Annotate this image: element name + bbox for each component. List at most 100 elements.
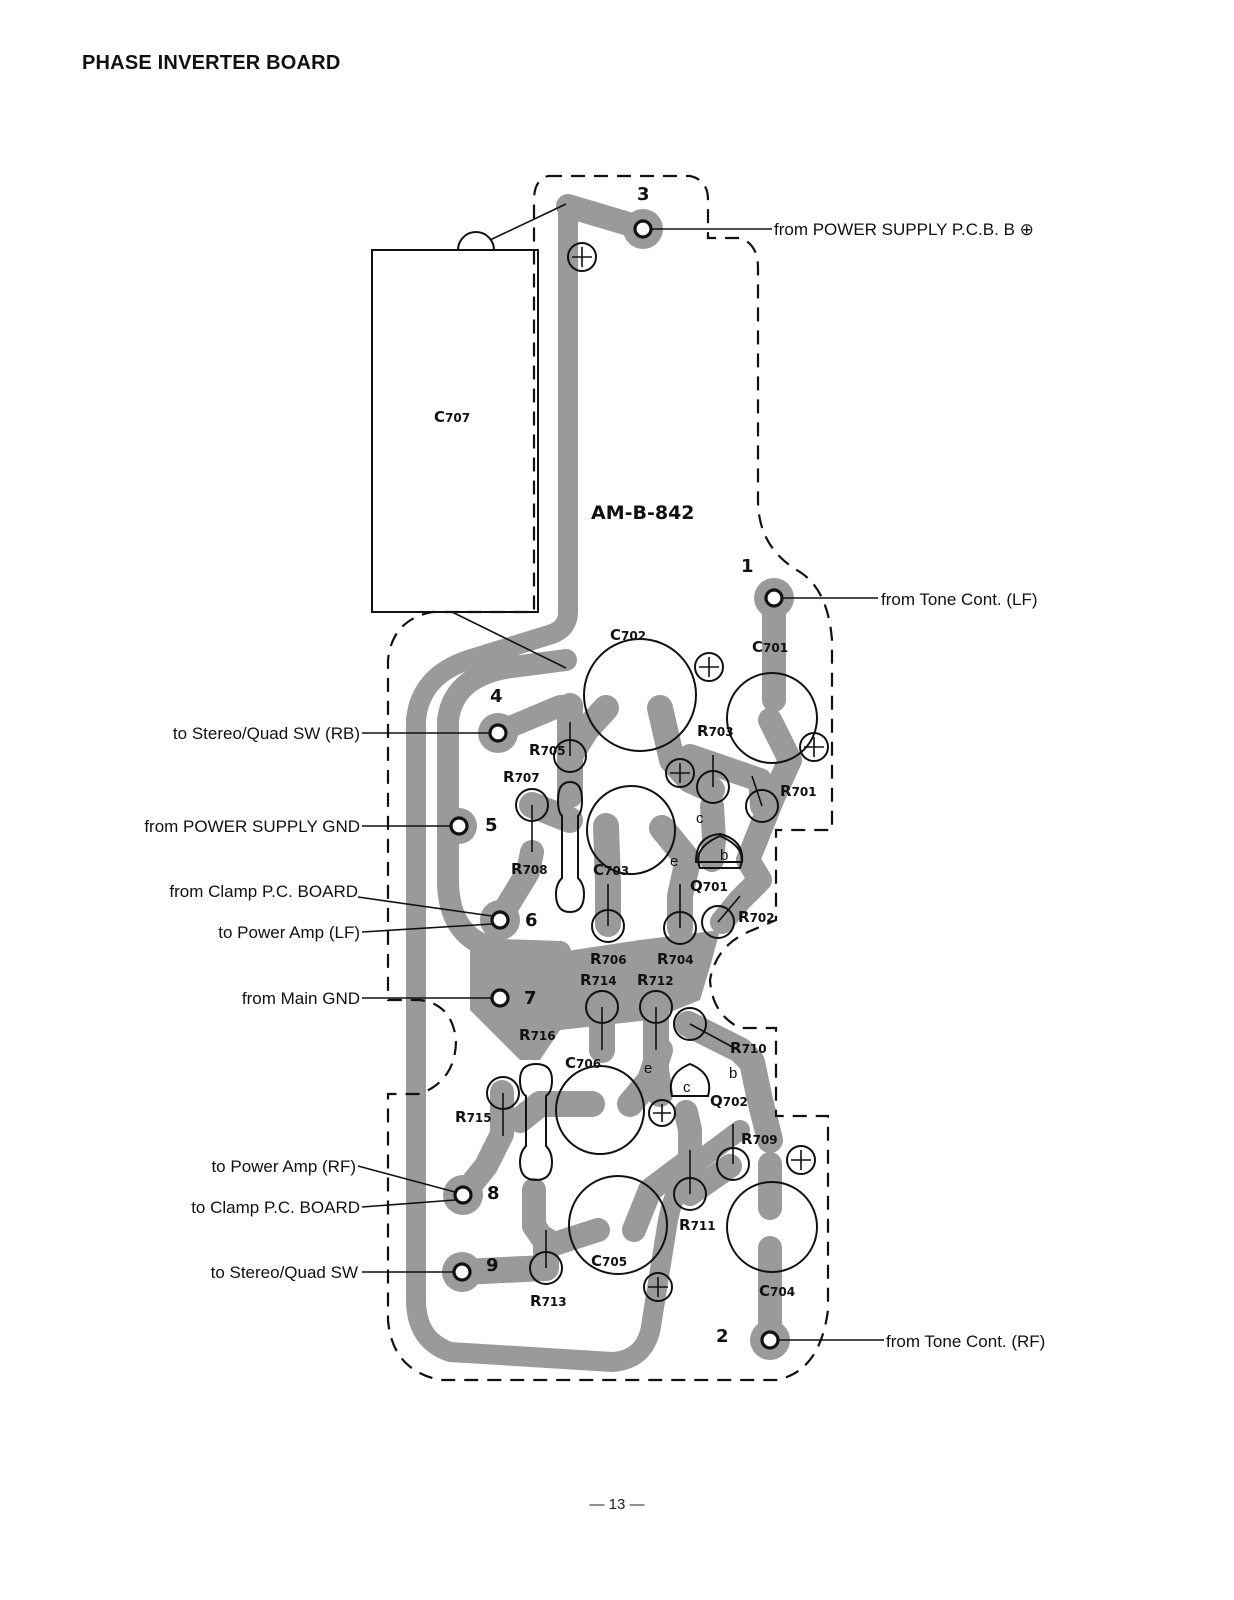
capacitor-c704-body: [726, 1181, 818, 1273]
resistor-r715: [486, 1076, 520, 1136]
label-r711: R711: [679, 1216, 716, 1234]
resistor-r705: [553, 722, 587, 773]
q702-pin-b: b: [729, 1065, 737, 1082]
label-r702: R702: [738, 908, 775, 926]
svg-text:9: 9: [486, 1255, 499, 1276]
label-r703: R703: [697, 722, 734, 740]
plus-icon: [567, 242, 597, 272]
plus-icon: [643, 1272, 673, 1302]
svg-text:5: 5: [485, 815, 498, 836]
terminal-6[interactable]: 6: [480, 900, 538, 940]
terminal-2[interactable]: 2: [716, 1320, 790, 1360]
terminal-1[interactable]: 1: [741, 556, 794, 618]
label-q702: Q702: [710, 1092, 748, 1110]
q701-pin-c: c: [696, 810, 704, 827]
label-r710: R710: [730, 1039, 767, 1057]
label-terminal-3: from POWER SUPPLY P.C.B. B ⊕: [774, 220, 1034, 239]
label-terminal-8b: to Clamp P.C. BOARD: [191, 1198, 360, 1217]
label-r706: R706: [590, 950, 627, 968]
label-r713: R713: [530, 1292, 567, 1310]
board-id: AM-B-842: [591, 502, 695, 524]
capacitor-bodies: [555, 638, 818, 1275]
terminal-5[interactable]: 5: [441, 808, 498, 844]
capacitor-c701-body: [726, 672, 818, 764]
q701-pin-b: b: [720, 847, 728, 864]
label-terminal-1: from Tone Cont. (LF): [881, 590, 1038, 609]
transistor-q702: c b e: [644, 1060, 737, 1097]
resistors: [486, 722, 779, 1285]
resistor-r714: [585, 990, 619, 1050]
page-number: — 13 —: [589, 1496, 645, 1513]
terminal-8[interactable]: 8: [443, 1175, 500, 1215]
label-r707: R707: [503, 768, 540, 786]
svg-text:7: 7: [524, 988, 537, 1009]
label-terminal-8a: to Power Amp (RF): [211, 1157, 356, 1176]
resistor-r713: [529, 1230, 563, 1285]
resistor-r704: [663, 884, 697, 945]
terminal-3[interactable]: 3: [623, 184, 663, 249]
label-r704: R704: [657, 950, 694, 968]
capacitor-c707: C707: [371, 203, 567, 669]
terminals: 1 2 3 4 5 6 7 8 9: [441, 184, 794, 1360]
q702-pin-c: c: [683, 1079, 691, 1096]
plus-icon: [694, 652, 724, 682]
terminal-7[interactable]: 7: [490, 988, 537, 1009]
resistor-r706: [591, 884, 625, 943]
label-terminal-4: to Stereo/Quad SW (RB): [173, 724, 360, 743]
jumpers: [518, 780, 586, 1182]
resistor-r712: [639, 990, 673, 1050]
q702-pin-e: e: [644, 1060, 652, 1077]
label-r701: R701: [780, 782, 817, 800]
page-title: PHASE INVERTER BOARD: [82, 52, 341, 74]
terminal-4[interactable]: 4: [478, 686, 518, 753]
label-terminal-5: from POWER SUPPLY GND: [144, 817, 360, 836]
label-terminal-6a: from Clamp P.C. BOARD: [169, 882, 358, 901]
jumper-lower: [518, 1062, 554, 1182]
svg-text:4: 4: [490, 686, 503, 707]
label-terminal-2: from Tone Cont. (RF): [886, 1332, 1045, 1351]
label-c701: C701: [752, 638, 788, 656]
leader-wires: [357, 228, 884, 1341]
label-terminal-9: to Stereo/Quad SW: [211, 1263, 358, 1282]
svg-text:3: 3: [637, 184, 650, 205]
resistor-r711: [673, 1150, 707, 1211]
capacitor-c705-body: [568, 1175, 668, 1275]
c707-label: C707: [434, 408, 470, 426]
svg-text:6: 6: [525, 910, 538, 931]
jumper-upper: [554, 780, 586, 914]
terminal-9[interactable]: 9: [442, 1252, 499, 1292]
resistor-r702: [701, 895, 741, 939]
capacitor-c702-body: [583, 638, 697, 752]
label-c703: C703: [593, 861, 629, 879]
label-r705: R705: [529, 741, 566, 759]
resistor-r710: [673, 1007, 739, 1051]
component-labels: C702 C701 C703 C706 C705 C704 R705 R707 …: [455, 626, 817, 1310]
capacitor-c706-body: [555, 1065, 645, 1155]
svg-text:2: 2: [716, 1326, 729, 1347]
label-c704: C704: [759, 1282, 795, 1300]
board-outline: [386, 174, 834, 1382]
resistor-r707: [515, 788, 549, 852]
label-r715: R715: [455, 1108, 492, 1126]
plus-icon: [648, 1099, 676, 1127]
q701-pin-e: e: [670, 853, 678, 870]
label-r708: R708: [511, 860, 548, 878]
label-q701: Q701: [690, 877, 728, 895]
plus-icon: [665, 758, 695, 788]
label-r716: R716: [519, 1026, 556, 1044]
label-r712: R712: [637, 971, 674, 989]
label-c702: C702: [610, 626, 646, 644]
label-r709: R709: [741, 1130, 778, 1148]
label-c706: C706: [565, 1054, 601, 1072]
label-terminal-6b: to Power Amp (LF): [218, 923, 360, 942]
resistor-r701: [745, 775, 779, 823]
transistor-q701: c b e: [670, 810, 744, 870]
svg-text:8: 8: [487, 1183, 500, 1204]
plus-icon: [786, 1145, 816, 1175]
resistor-r703: [696, 755, 730, 804]
svg-text:1: 1: [741, 556, 754, 577]
connection-labels: from POWER SUPPLY P.C.B. B ⊕ from Tone C…: [144, 220, 1045, 1351]
capacitor-c703-body: [586, 785, 676, 875]
plus-icon: [799, 732, 829, 762]
